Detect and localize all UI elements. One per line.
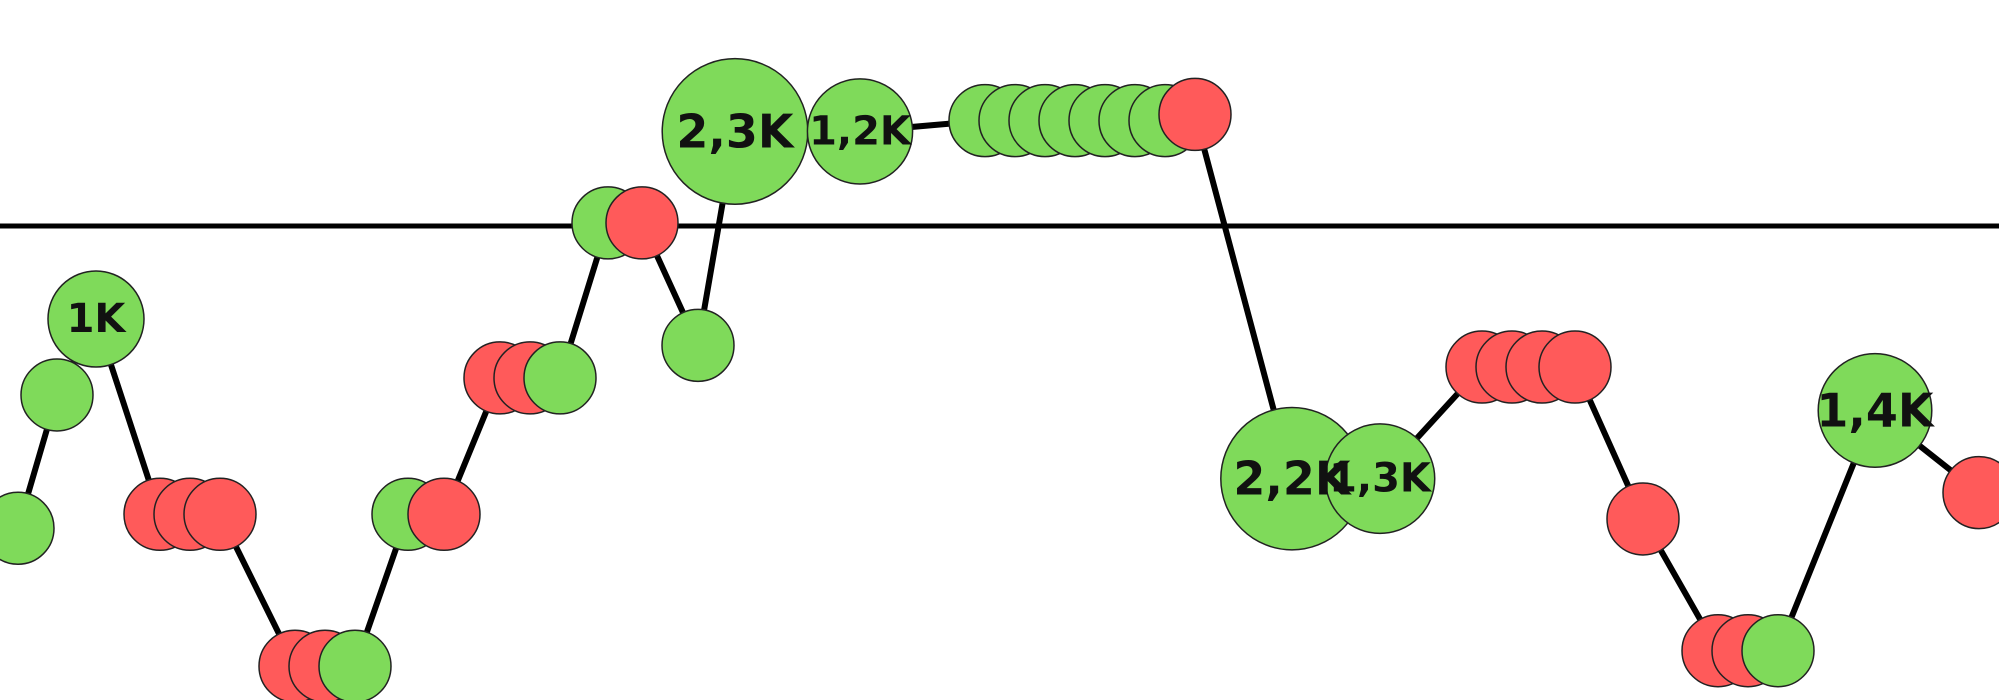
bubble-point-19 — [806, 78, 914, 185]
bubble-label-28: 2,2K — [1233, 452, 1352, 506]
series-line — [15, 111, 1981, 670]
bubble-point-17 — [661, 308, 735, 383]
bubble-label-29: 1,3K — [1329, 456, 1433, 502]
bubble-point-39 — [1942, 455, 1999, 530]
bubble-point-1 — [0, 491, 55, 565]
bubble-point-16 — [605, 186, 679, 260]
bubble-point-9 — [318, 629, 392, 700]
bubble-point-27 — [1158, 77, 1232, 152]
bubble-label-18: 2,3K — [676, 104, 795, 158]
bubble-point-34 — [1606, 482, 1680, 556]
bubble-group — [0, 57, 1999, 700]
bubble-point-38 — [1817, 352, 1933, 468]
bubble-point-37 — [1741, 613, 1815, 688]
bubble-point-6 — [183, 477, 257, 552]
bubble-point-2 — [20, 358, 94, 432]
bubble-label-19: 1,2K — [809, 108, 913, 154]
bubble-label-3: 1K — [67, 296, 128, 342]
bubble-point-11 — [407, 477, 481, 552]
bubble-point-3 — [47, 270, 145, 368]
bubble-point-33 — [1538, 330, 1612, 404]
bubble-label-38: 1,4K — [1816, 383, 1935, 437]
bubble-point-14 — [523, 341, 597, 415]
bubble-label-group: 1K 2,3K 1,2K 2,2K1,3K 1,4K — [67, 104, 1936, 505]
bubble-point-29 — [1324, 423, 1436, 535]
